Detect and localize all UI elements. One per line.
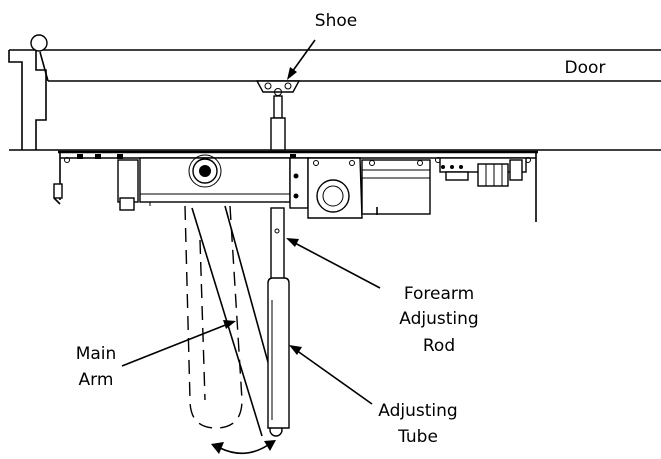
right-bracket — [439, 157, 527, 187]
labels: Shoe Door Forearm Adjusting Rod Main Arm… — [76, 11, 606, 447]
cylinder-housing — [289, 157, 431, 219]
label-forearm-line1: Forearm — [404, 284, 474, 304]
hinge-pin-icon — [30, 34, 48, 52]
label-forearm-line2: Adjusting — [399, 309, 478, 329]
shoe — [255, 80, 301, 151]
alternate-arm-position — [184, 205, 243, 429]
valve-icon — [316, 179, 350, 213]
pivot-housing — [117, 154, 291, 211]
leader-lines — [121, 39, 381, 405]
label-tube-line1: Adjusting — [378, 401, 457, 421]
door — [8, 34, 661, 151]
label-door: Door — [565, 58, 606, 78]
label-main-arm-line2: Arm — [79, 370, 114, 390]
forearm-assembly — [267, 207, 290, 429]
label-main-arm-line1: Main — [76, 344, 117, 364]
label-tube-line2: Tube — [397, 427, 438, 447]
label-shoe: Shoe — [315, 11, 357, 31]
swing-arrow — [211, 440, 276, 455]
label-forearm-line3: Rod — [423, 336, 455, 356]
